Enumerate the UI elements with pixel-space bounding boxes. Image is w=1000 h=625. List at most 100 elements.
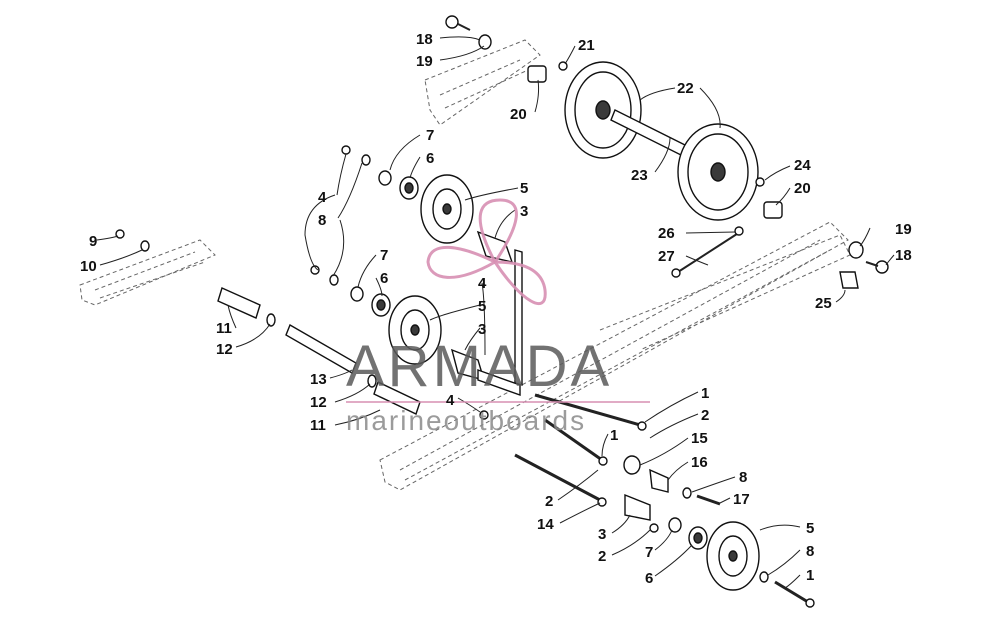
idler-wheel-middle xyxy=(388,295,442,365)
callout-3: 3 xyxy=(520,203,528,220)
callout-7: 7 xyxy=(426,127,434,144)
watermark: ARMADA marineoutboards xyxy=(346,198,650,436)
callout-24: 24 xyxy=(794,157,811,174)
callout-3: 3 xyxy=(598,526,606,543)
callout-6: 6 xyxy=(426,150,434,167)
left-slide-rail xyxy=(79,239,216,306)
snap-ring-middle xyxy=(350,286,364,302)
washer-19-upper xyxy=(478,34,492,50)
callout-2: 2 xyxy=(598,548,606,565)
snap-ring-upper xyxy=(378,170,392,186)
callout-20: 20 xyxy=(510,106,527,123)
idler-wheel-upper xyxy=(420,174,474,244)
callout-6: 6 xyxy=(645,570,653,587)
wheel-bracket-lower xyxy=(624,493,651,521)
callout-19: 19 xyxy=(416,53,433,70)
rear-idler-wheel-inner xyxy=(564,61,642,159)
washer-19-lower xyxy=(848,241,864,259)
nut-26 xyxy=(734,226,744,236)
cross-shaft-13 xyxy=(285,323,357,375)
callout-1: 1 xyxy=(610,427,618,444)
bearing-upper xyxy=(399,176,419,200)
upper-left-slide-rail xyxy=(424,39,541,126)
callout-25: 25 xyxy=(815,295,832,312)
bolt-18-lower xyxy=(865,260,889,274)
callout-6: 6 xyxy=(380,270,388,287)
callout-14: 14 xyxy=(537,516,554,533)
snap-ring-lower xyxy=(668,517,682,533)
callout-7: 7 xyxy=(380,247,388,264)
callout-23: 23 xyxy=(631,167,648,184)
callouts: 18 19 20 21 22 23 24 20 26 27 19 18 25 7… xyxy=(80,31,912,587)
callout-20: 20 xyxy=(794,180,811,197)
idler-wheel-lower xyxy=(706,521,760,591)
callout-11: 11 xyxy=(216,320,232,337)
callout-4: 4 xyxy=(318,189,327,206)
callout-1: 1 xyxy=(806,567,814,584)
callout-10: 10 xyxy=(80,258,97,275)
callout-7: 7 xyxy=(645,544,653,561)
bearing-middle xyxy=(371,293,391,317)
nut-4-upper xyxy=(341,145,351,155)
callout-16: 16 xyxy=(691,454,708,471)
bolt-17 xyxy=(696,494,721,506)
washer-12-a xyxy=(266,313,276,327)
callout-5: 5 xyxy=(520,180,528,197)
callout-2: 2 xyxy=(701,407,709,424)
axle-adjuster-block-upper xyxy=(527,65,547,83)
callout-8: 8 xyxy=(739,469,747,486)
nut-24 xyxy=(755,177,765,187)
nut-4-middle xyxy=(310,265,320,275)
callout-2: 2 xyxy=(545,493,553,510)
nut-9 xyxy=(115,229,125,239)
long-bolt-14 xyxy=(514,453,607,507)
washer-8-lower-b xyxy=(759,571,769,583)
callout-18: 18 xyxy=(895,247,912,264)
callout-11: 11 xyxy=(310,417,326,434)
long-bolt-upper xyxy=(534,393,647,431)
bearing-lower xyxy=(688,526,708,550)
rear-idler-wheel-outer xyxy=(677,123,759,221)
watermark-tagline: marineoutboards xyxy=(346,405,586,436)
watermark-brand: ARMADA xyxy=(346,334,612,399)
spacer-11-left xyxy=(217,287,261,319)
callout-8: 8 xyxy=(806,543,814,560)
bracket-16 xyxy=(649,468,669,493)
callout-27: 27 xyxy=(658,248,675,265)
right-slide-rail xyxy=(379,221,851,491)
callout-1: 1 xyxy=(701,385,709,402)
callout-4: 4 xyxy=(446,392,455,409)
washer-8-upper xyxy=(361,154,371,166)
bolt-18-upper xyxy=(445,15,471,31)
axle-adjuster-block-lower xyxy=(763,201,783,219)
callout-12: 12 xyxy=(216,341,233,358)
callout-22: 22 xyxy=(677,80,694,97)
callout-18: 18 xyxy=(416,31,433,48)
callout-21: 21 xyxy=(578,37,595,54)
callout-15: 15 xyxy=(691,430,708,447)
callout-9: 9 xyxy=(89,233,97,250)
callout-4: 4 xyxy=(478,275,487,292)
washer-10 xyxy=(140,240,150,252)
washer-8-lower-a xyxy=(682,487,692,499)
nut-4-lower xyxy=(479,410,489,420)
adjuster-bolt xyxy=(671,231,741,278)
callout-13: 13 xyxy=(310,371,327,388)
watermark-logo-icon xyxy=(426,198,547,306)
callout-5: 5 xyxy=(806,520,814,537)
callout-12: 12 xyxy=(310,394,327,411)
callout-3: 3 xyxy=(478,321,486,338)
leader-lines xyxy=(96,36,895,589)
callout-8: 8 xyxy=(318,212,326,229)
bolt-1-lower xyxy=(774,580,815,608)
spacer-11-right xyxy=(373,381,421,415)
callout-5: 5 xyxy=(478,298,486,315)
nut-2-lower xyxy=(649,523,659,533)
callout-17: 17 xyxy=(733,491,750,508)
long-bolt-mid xyxy=(544,418,608,466)
washer-8-middle xyxy=(329,274,339,286)
bracket-25 xyxy=(839,271,859,289)
callout-26: 26 xyxy=(658,225,675,242)
link-bar xyxy=(477,249,523,396)
